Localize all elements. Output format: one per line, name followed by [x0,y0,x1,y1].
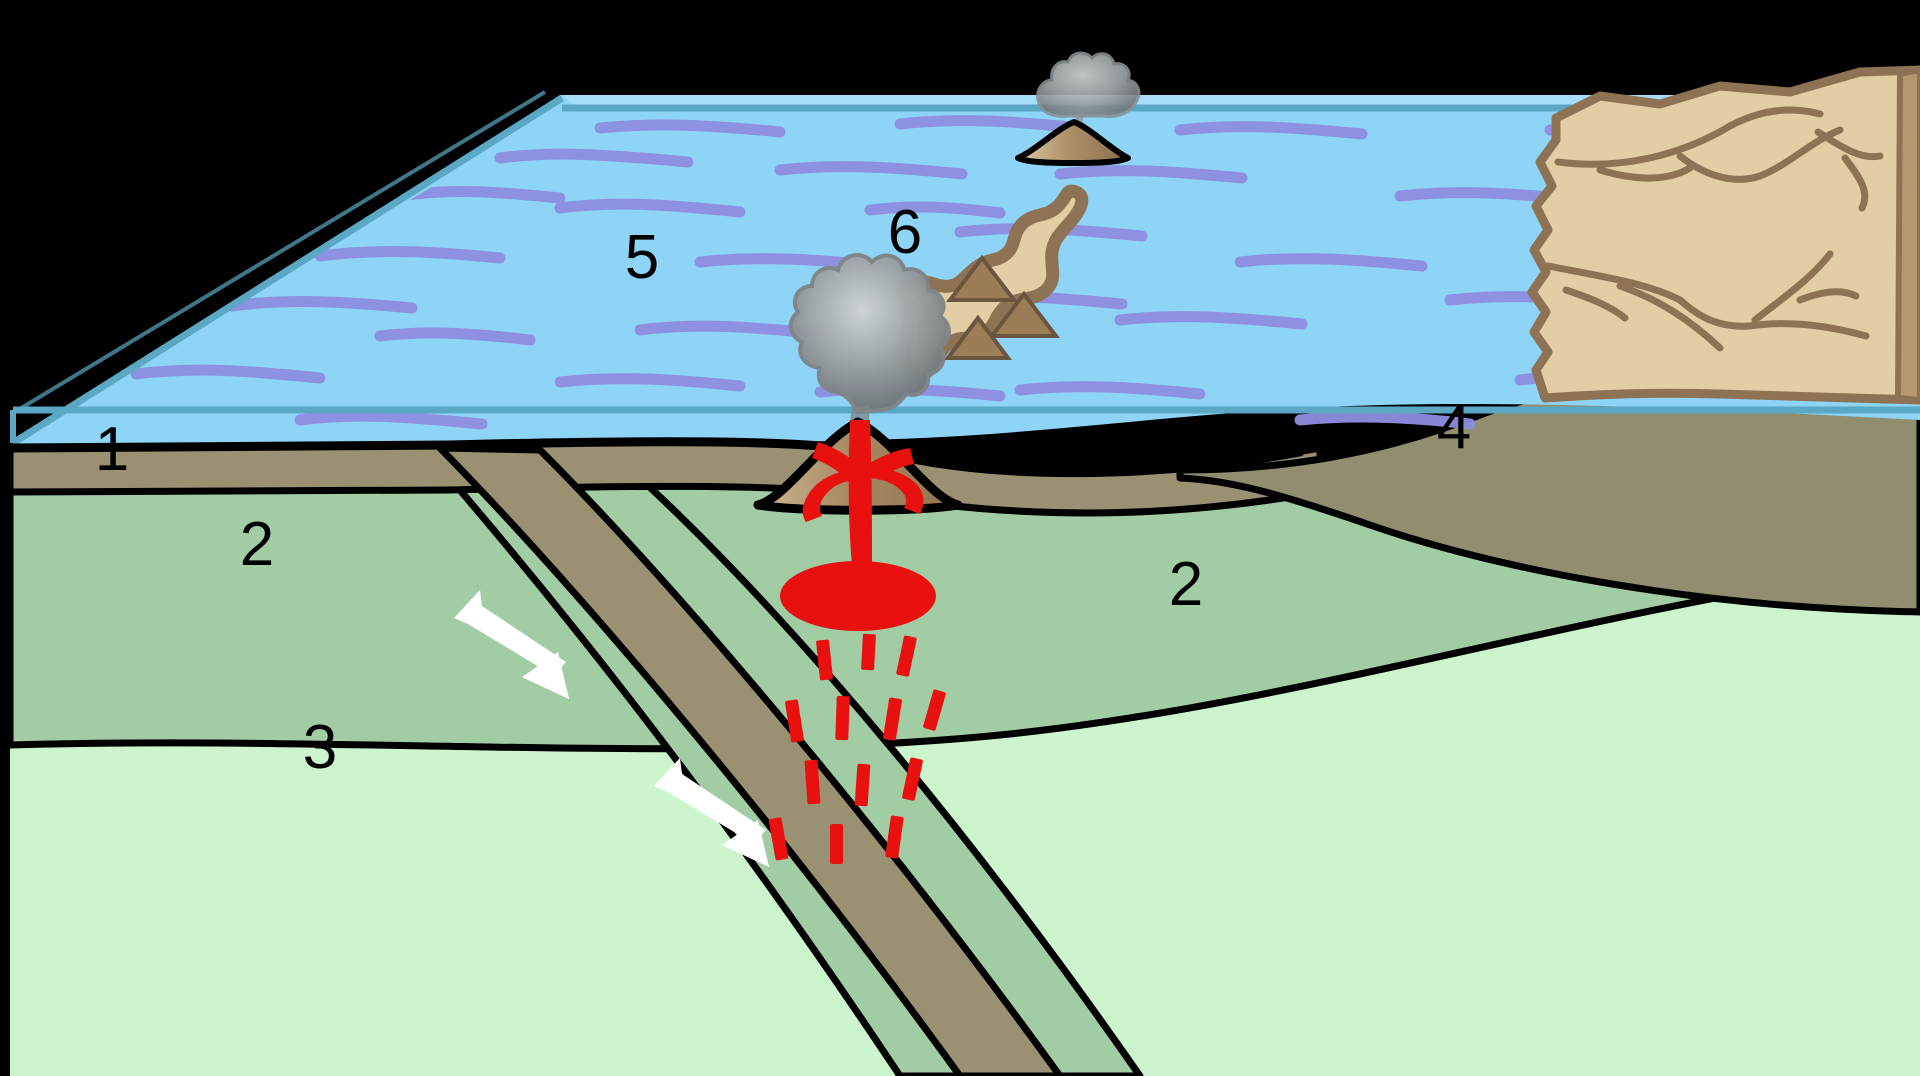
arrow-upper [454,590,566,676]
plate-motion-arrows [454,590,770,868]
continental-crust-layer [1176,356,1920,616]
label-5-ocean-water: 5 [625,223,659,292]
label-2-right-mantle: 2 [1169,550,1203,619]
rising-magma-dashes [768,633,946,864]
continental-landmass [1527,65,1920,405]
number-labels: 1 2 2 3 4 5 6 [95,198,1471,782]
magma-conduit [848,420,872,566]
label-6-island-arc: 6 [888,198,922,267]
arrow-lower [654,758,766,844]
magma-system [768,420,946,864]
label-4-continental-crust: 4 [1437,393,1471,462]
small-volcano-island [1015,51,1141,166]
label-1-oceanic-crust: 1 [95,415,129,484]
small-volcano-smoke-plume [1036,51,1141,142]
label-3-asthenosphere: 3 [303,713,337,782]
magma-chamber [780,561,936,631]
label-2-left-mantle: 2 [240,510,274,579]
asthenosphere-layer [10,560,1920,1076]
land-crack-lines [1544,106,1884,352]
